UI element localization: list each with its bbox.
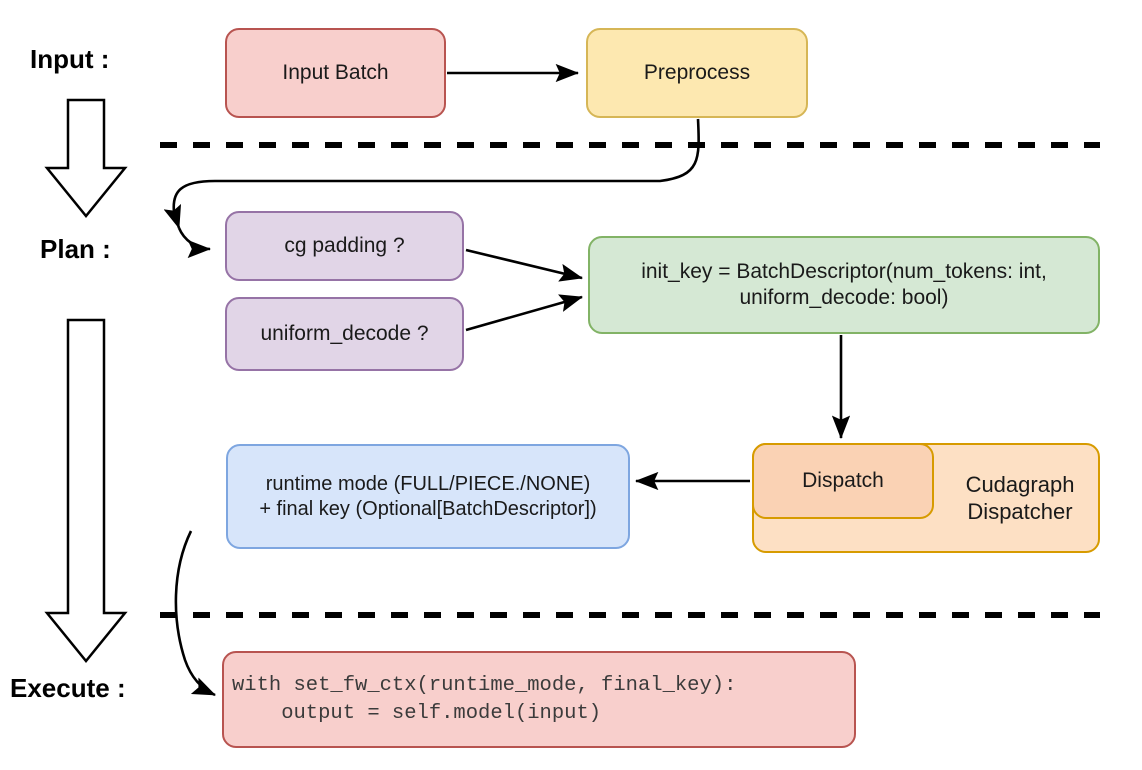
cg-padding-to-init-key-arrow bbox=[465, 248, 584, 282]
preprocess-to-cg-padding-arrow bbox=[163, 118, 700, 229]
stage-label-input: Input : bbox=[30, 44, 110, 74]
node-uniform-decode[interactable]: uniform_decode ? bbox=[225, 297, 464, 371]
stage-label-plan: Plan : bbox=[40, 234, 111, 264]
node-preprocess[interactable]: Preprocess bbox=[586, 28, 808, 118]
node-cudagraph-dispatcher-label: Cudagraph Dispatcher bbox=[965, 471, 1075, 525]
runtime-mode-to-execute-code-arrow bbox=[174, 530, 216, 697]
node-input-batch[interactable]: Input Batch bbox=[225, 28, 446, 118]
stage-label-execute: Execute : bbox=[10, 673, 126, 703]
node-runtime-mode[interactable]: runtime mode (FULL/PIECE./NONE) + final … bbox=[226, 444, 630, 549]
node-init-key[interactable]: init_key = BatchDescriptor(num_tokens: i… bbox=[588, 236, 1100, 334]
node-execute-code[interactable]: with set_fw_ctx(runtime_mode, final_key)… bbox=[222, 651, 856, 748]
node-cg-padding[interactable]: cg padding ? bbox=[225, 211, 464, 281]
preprocess-to-cg-padding-arrow-tail bbox=[177, 227, 212, 259]
input-to-plan-block-arrow bbox=[44, 98, 128, 218]
plan-to-execute-block-arrow bbox=[44, 318, 128, 663]
node-dispatch[interactable]: Dispatch bbox=[752, 443, 934, 519]
uniform-decode-to-init-key-arrow bbox=[465, 294, 584, 332]
